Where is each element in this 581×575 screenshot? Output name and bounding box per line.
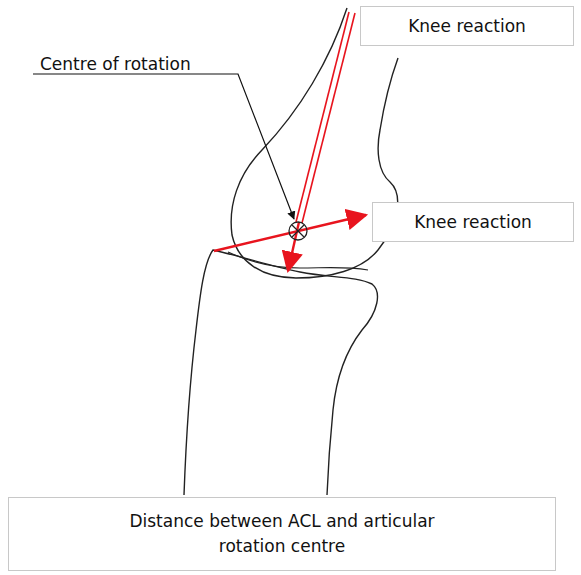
tibia-outline <box>184 250 377 495</box>
caption-label: Distance between ACL and articular rotat… <box>8 497 556 571</box>
reaction-line <box>296 12 349 222</box>
leader-line <box>33 74 294 219</box>
meniscus-line <box>228 252 368 270</box>
force-label: Knee reaction <box>372 202 574 242</box>
rotation-centre <box>289 222 307 240</box>
part-label: Centre of rotation <box>34 48 244 81</box>
distance-arrow <box>214 215 366 251</box>
rotation-centre <box>292 225 304 237</box>
rotation-centre <box>292 225 304 237</box>
reaction-line <box>302 13 355 223</box>
force-label: Knee reaction <box>360 6 574 46</box>
